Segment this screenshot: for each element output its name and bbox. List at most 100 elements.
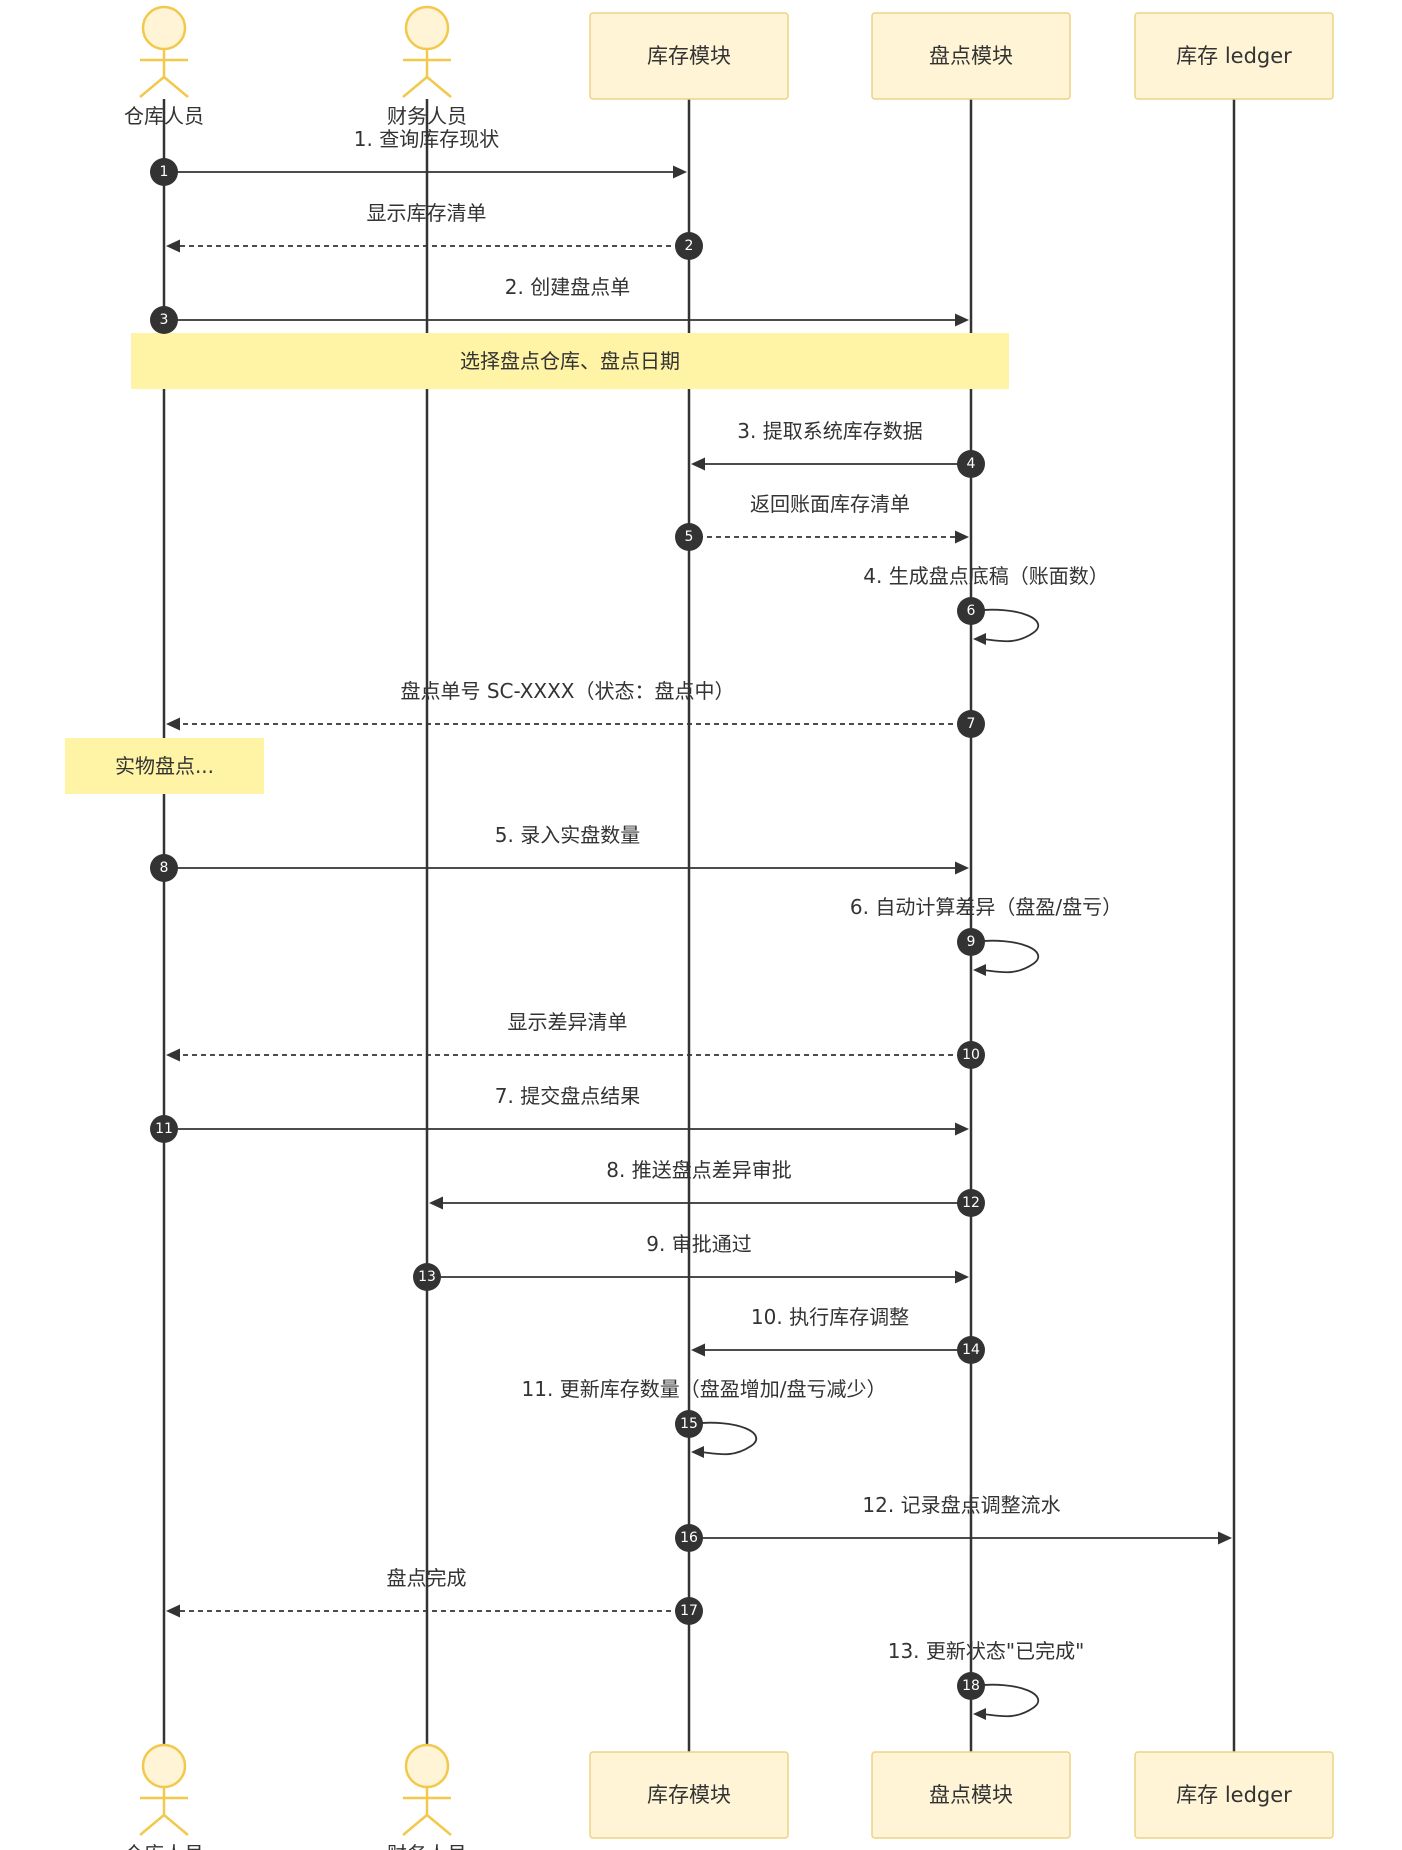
- sequence-number: 14: [962, 1342, 980, 1358]
- message-label: 9. 审批通过: [646, 1232, 751, 1256]
- participant-box: [589, 12, 789, 100]
- participant-label: 库存模块: [647, 44, 731, 68]
- sequence-number: 8: [160, 860, 169, 876]
- sequence-number: 6: [967, 603, 976, 619]
- sequence-number-badge: 14: [957, 1336, 985, 1364]
- sequence-number-badge: 15: [675, 1410, 703, 1438]
- actor-person-icon: [402, 5, 452, 98]
- sequence-number-badge: 17: [675, 1597, 703, 1625]
- sequence-number: 12: [962, 1195, 980, 1211]
- message-label: 8. 推送盘点差异审批: [606, 1158, 791, 1182]
- message-label: 盘点单号 SC-XXXX（状态：盘点中）: [400, 679, 734, 703]
- sequence-number: 16: [680, 1530, 698, 1546]
- arrow-head: [691, 1343, 705, 1357]
- sequence-number-badge: 6: [957, 597, 985, 625]
- sequence-number: 18: [962, 1678, 980, 1694]
- note: 实物盘点...: [65, 738, 264, 794]
- note-label: 实物盘点...: [115, 754, 214, 778]
- sequence-number-badge: 4: [957, 450, 985, 478]
- arrow-head: [673, 165, 687, 179]
- message-label: 2. 创建盘点单: [505, 275, 630, 299]
- actor-label: 仓库人员: [124, 1842, 204, 1850]
- sequence-number: 11: [155, 1121, 173, 1137]
- message-label: 11. 更新库存数量（盘盈增加/盘亏减少）: [522, 1377, 887, 1401]
- arrow-head: [973, 964, 986, 976]
- actor-label: 财务人员: [387, 1842, 467, 1850]
- sequence-number-badge: 1: [150, 158, 178, 186]
- sequence-number: 3: [160, 312, 169, 328]
- message-2: 显示库存清单 2: [166, 201, 703, 260]
- arrow-head: [166, 1048, 180, 1062]
- participant-p5-top: 库存 ledger: [1134, 12, 1334, 100]
- sequence-number-badge: 8: [150, 854, 178, 882]
- arrow-head: [955, 861, 969, 875]
- message-label: 12. 记录盘点调整流水: [862, 1493, 1060, 1517]
- sequence-number-badge: 10: [957, 1041, 985, 1069]
- actor-p2-top: 财务人员: [387, 5, 467, 128]
- sequence-number: 2: [685, 238, 694, 254]
- sequence-number-badge: 16: [675, 1524, 703, 1552]
- participant-box: [1134, 1751, 1334, 1839]
- participant-p5-bottom: 库存 ledger: [1134, 1751, 1334, 1839]
- sequence-number: 15: [680, 1416, 698, 1432]
- message-label: 返回账面库存清单: [750, 492, 910, 516]
- participant-p3-bottom: 库存模块: [589, 1751, 789, 1839]
- actor-p1-top: 仓库人员: [124, 5, 204, 128]
- message-16: 12. 记录盘点调整流水 16: [675, 1493, 1232, 1552]
- participant-label: 库存模块: [647, 1783, 731, 1807]
- sequence-number-badge: 3: [150, 306, 178, 334]
- message-label: 显示库存清单: [367, 201, 487, 225]
- message-11: 7. 提交盘点结果 11: [150, 1084, 969, 1143]
- message-12: 8. 推送盘点差异审批 12: [429, 1158, 985, 1217]
- message-label: 盘点完成: [387, 1566, 467, 1590]
- self-loop: [970, 939, 1040, 974]
- actor-p1-bottom: 仓库人员: [124, 1743, 204, 1850]
- actor-label: 财务人员: [387, 104, 467, 128]
- sequence-number: 17: [680, 1603, 698, 1619]
- message-15: 11. 更新库存数量（盘盈增加/盘亏减少） 15: [522, 1377, 887, 1458]
- participant-p4-top: 盘点模块: [871, 12, 1071, 100]
- note-label: 选择盘点仓库、盘点日期: [460, 349, 680, 373]
- participant-label: 库存 ledger: [1176, 44, 1292, 68]
- message-7: 盘点单号 SC-XXXX（状态：盘点中） 7: [166, 679, 985, 738]
- sequence-number-badge: 2: [675, 232, 703, 260]
- participant-p4-bottom: 盘点模块: [871, 1751, 1071, 1839]
- actor-person-icon: [139, 1743, 189, 1836]
- sequence-number-badge: 13: [413, 1263, 441, 1291]
- sequence-number-badge: 7: [957, 710, 985, 738]
- sequence-number: 4: [967, 456, 976, 472]
- sequence-number-badge: 9: [957, 928, 985, 956]
- participant-box: [589, 1751, 789, 1839]
- message-label: 4. 生成盘点底稿（账面数）: [863, 564, 1108, 588]
- arrow-head: [955, 313, 969, 327]
- message-3: 2. 创建盘点单 3: [150, 275, 969, 334]
- arrow-head: [166, 239, 180, 253]
- message-label: 3. 提取系统库存数据: [737, 419, 922, 443]
- participant-p3-top: 库存模块: [589, 12, 789, 100]
- actor-label: 仓库人员: [124, 104, 204, 128]
- message-label: 7. 提交盘点结果: [495, 1084, 640, 1108]
- arrow-head: [166, 717, 180, 731]
- arrow-head: [691, 1446, 704, 1458]
- participant-label: 库存 ledger: [1176, 1783, 1292, 1807]
- message-label: 6. 自动计算差异（盘盈/盘亏）: [850, 895, 1122, 919]
- message-9: 6. 自动计算差异（盘盈/盘亏） 9: [850, 895, 1122, 976]
- arrow-head: [691, 457, 705, 471]
- arrow-head: [955, 1122, 969, 1136]
- participant-box: [871, 1751, 1071, 1839]
- arrow-head: [973, 1708, 986, 1720]
- self-loop: [688, 1421, 758, 1456]
- arrow-head: [955, 1270, 969, 1284]
- message-label: 显示差异清单: [508, 1010, 628, 1034]
- self-loop: [970, 1683, 1040, 1718]
- note-box: [131, 333, 1009, 389]
- message-18: 13. 更新状态"已完成"18: [888, 1639, 1084, 1720]
- message-6: 4. 生成盘点底稿（账面数） 6: [863, 564, 1109, 645]
- arrow-head: [166, 1604, 180, 1618]
- sequence-number: 10: [962, 1047, 980, 1063]
- message-10: 显示差异清单 10: [166, 1010, 985, 1069]
- message-label: 10. 执行库存调整: [751, 1305, 909, 1329]
